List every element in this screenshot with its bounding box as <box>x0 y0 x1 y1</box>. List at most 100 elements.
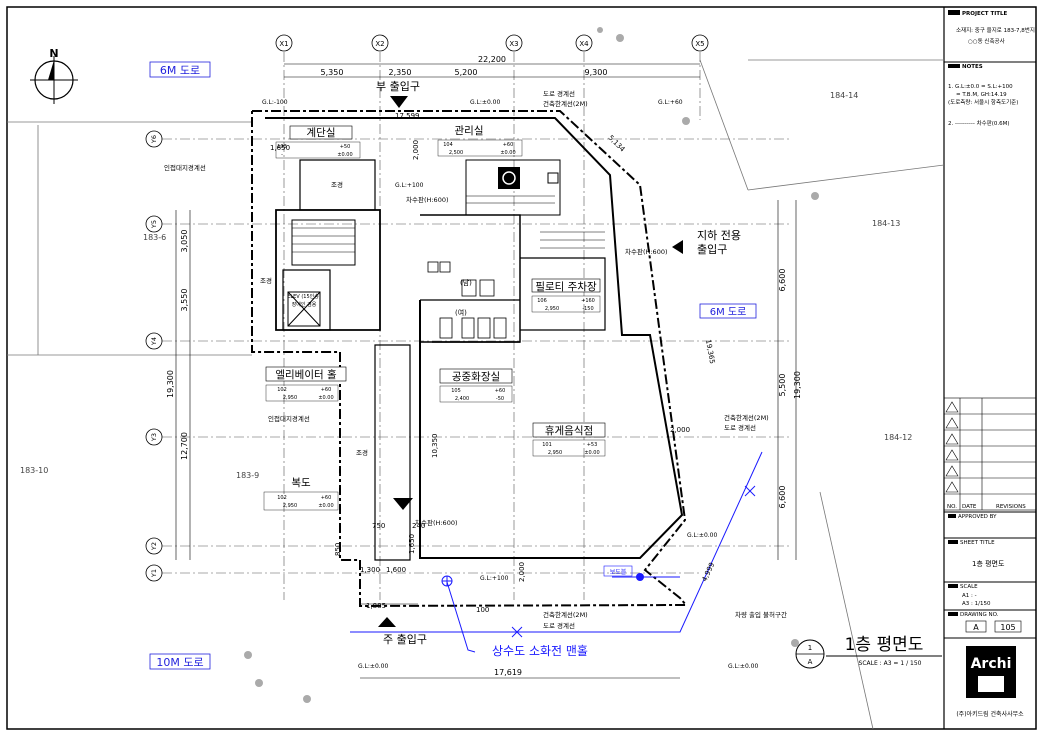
female-label: (여) <box>455 308 467 317</box>
boundary-notes: 인접대지경계선 인접대지경계선 도로 경계선 건축한계선(2M) 건축한계선(2… <box>164 89 787 630</box>
room-name: 공중화장실 <box>452 371 500 383</box>
dim-inner: 240 <box>412 522 425 530</box>
room-sl: ±0.00 <box>318 395 333 401</box>
tb-approved: APPROVED BY <box>958 514 997 520</box>
room-name: 휴게음식점 <box>545 425 593 437</box>
road-boundary-label: 도로 경계선 <box>543 89 575 98</box>
flood-panel-label: 차수판(H:600) <box>415 518 458 527</box>
elev-label-2: 장애인 겸용 <box>292 301 317 308</box>
flood-panel-label: 차수판(H:600) <box>406 195 449 204</box>
dim-inner: 1,600 <box>386 566 406 574</box>
room-cl: 2,950 <box>548 450 562 456</box>
grid-col-labels: X1 X2 X3 X4 X5 <box>279 40 704 48</box>
dim-left-seg: 12,700 <box>180 432 189 460</box>
dim-inner: 750 <box>372 522 385 530</box>
tb-notes-l3: (도로측량: 서울시 항측도기준) <box>948 98 1018 106</box>
dim-inner: 100 <box>476 606 489 614</box>
tb-sheet-title-head: SHEET TITLE <box>960 540 995 546</box>
gl-label: G.L:±0.00 <box>470 99 500 106</box>
room-fl: +160 <box>581 298 595 304</box>
site-boundary <box>251 110 689 608</box>
right-dimension-text: 6,600 5,500 6,600 19,300 <box>778 269 802 509</box>
tb-project-l2: ○○동 신축공사 <box>968 37 1005 45</box>
dim-left-total: 19,300 <box>166 370 175 398</box>
room-tag-office: 관리실 104 +60 2,500 ±0.00 <box>437 125 523 157</box>
room-code: 106 <box>537 298 547 304</box>
room-sl: ±0.00 <box>337 152 352 158</box>
tb-drawing-no-a: A <box>973 623 979 632</box>
dim-inner: 2,000 <box>412 140 420 160</box>
grid-bubbles-columns <box>275 34 709 52</box>
dim-inner: 10,350 <box>431 434 439 459</box>
grid-col-label: X4 <box>579 40 589 48</box>
landscape-label: 조경 <box>331 180 343 189</box>
gl-label: G.L:±0.00 <box>687 532 717 539</box>
room-fl: +60 <box>321 495 332 501</box>
lot-number: 183-6 <box>143 233 166 242</box>
room-tag-parking: 필로티 주차장 106 +160 2,950 -150 <box>531 278 601 313</box>
left-dimension-text: 3,050 3,550 12,700 19,300 <box>166 230 189 460</box>
room-sl: ±0.00 <box>584 450 599 456</box>
room-cl: 2,950 <box>545 306 559 312</box>
underground-entrance-label-2: 출입구 <box>697 243 727 256</box>
no-parking-label: 차량 출입 불허구간 <box>735 610 787 619</box>
grid-row-label: Y2 <box>150 542 158 551</box>
tb-notes-head: NOTES <box>962 64 983 70</box>
room-tag-restaurant: 휴게음식점 101 +53 2,950 ±0.00 <box>532 422 606 457</box>
drawing-scale-text: SCALE : A3 = 1 / 150 <box>859 660 922 667</box>
tb-scale-a3: A3 : 1/150 <box>962 601 991 607</box>
right-dimension-lines <box>777 200 797 560</box>
hydrant-icon <box>441 575 453 587</box>
dim-right-total: 19,300 <box>793 371 802 399</box>
tb-scale-a1: A1 : - <box>962 593 977 599</box>
room-cl: 2,950 <box>283 395 297 401</box>
archi-logo: Archi <box>966 646 1016 698</box>
grid-row-label: Y1 <box>150 569 158 578</box>
tb-rev-date: DATE <box>962 504 977 510</box>
grid-row-labels: Y6 Y5 Y4 Y3 Y2 Y1 <box>150 135 158 578</box>
flood-panel-label: 차수판(H:600) <box>625 247 668 256</box>
landscape-label: 조경 <box>260 276 272 285</box>
grid-col-label: X5 <box>695 40 704 48</box>
room-tag-corridor: 복도 102 +60 2,950 ±0.00 <box>263 477 339 511</box>
room-name: 관리실 <box>455 125 484 137</box>
dim-left-seg: 3,050 <box>180 230 189 253</box>
room-code: 101 <box>542 442 552 448</box>
gl-label: G.L:±0.00 <box>358 663 388 670</box>
underground-entrance-label-1: 지하 전용 <box>697 228 741 242</box>
sub-entrance-label: 부 출입구 <box>376 80 420 93</box>
boundary-adj-label: 인접대지경계선 <box>164 163 206 172</box>
dim-inner: 19,365 <box>704 339 716 365</box>
dim-right-seg: 6,600 <box>778 486 787 509</box>
room-tag-stair: 계단실 103 +50 - ±0.00 <box>275 125 361 159</box>
room-sl: -50 <box>496 396 504 402</box>
top-dimension-lines <box>284 63 700 78</box>
adjacent-lot-lines <box>7 59 945 730</box>
site-markers <box>244 27 819 703</box>
room-fl: +53 <box>587 442 598 448</box>
gl-label: G.L:+100 <box>395 182 424 189</box>
fixture-icon <box>547 172 559 184</box>
tb-notes-l2: = T.B.M, GH:14.19 <box>956 92 1007 98</box>
lot-number: 183-9 <box>236 471 259 480</box>
bottom-dimension-lines <box>360 603 680 679</box>
tb-rev-head: REVISIONS <box>996 504 1026 510</box>
dim-top-total: 22,200 <box>478 55 506 64</box>
dim-top-seg: 5,200 <box>455 68 478 77</box>
grid-col-label: X1 <box>279 40 288 48</box>
room-sl: ±0.00 <box>318 503 333 509</box>
title-marker-sheet: A <box>808 658 813 666</box>
wheelchair-icon <box>498 167 520 189</box>
dim-inner: 2,000 <box>670 426 690 434</box>
lot-numbers: 184-14 184-13 184-12 183-6 183-9 183-10 <box>20 91 912 480</box>
room-tag-public-toilet: 공중화장실 105 +60 2,400 -50 <box>439 368 513 403</box>
gl-label: G.L:±0.00 <box>728 663 758 670</box>
sheet-border <box>6 6 1037 730</box>
elevator <box>287 291 321 327</box>
room-fl: +60 <box>321 387 332 393</box>
grid-col-label: X2 <box>375 40 384 48</box>
north-label: N <box>49 47 58 60</box>
lot-number: 184-12 <box>884 433 912 442</box>
bottom-dimension-text: 17,619 <box>494 668 522 677</box>
room-cl: 2,500 <box>449 150 463 156</box>
